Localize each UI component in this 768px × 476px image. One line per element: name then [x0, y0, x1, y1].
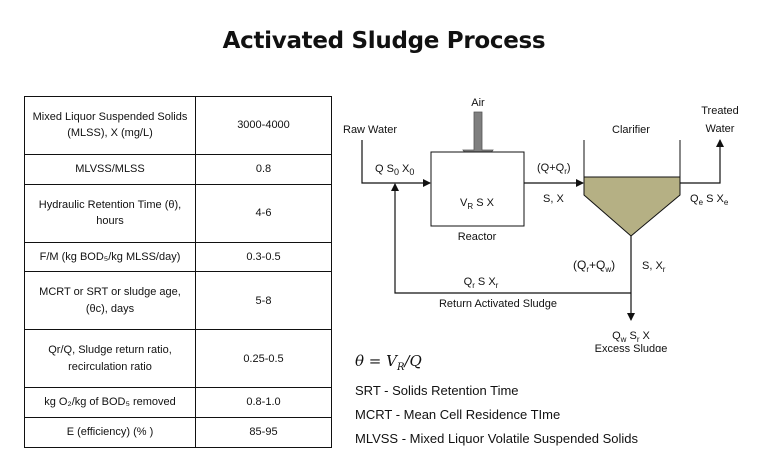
underflow-return-subscript: r: [586, 265, 589, 274]
underflow-solids-subscript: r: [663, 265, 666, 274]
waste-substrate-subscript: r: [637, 335, 640, 344]
param-cell: Hydraulic Retention Time (θ), hours: [24, 183, 196, 243]
value-cell: 85-95: [195, 417, 332, 448]
effluent-line: [680, 139, 724, 184]
param-cell: F/M (kg BOD₅/kg MLSS/day): [24, 241, 196, 273]
process-flow-diagram: Air VR S X Reactor Raw Water Q S0 X0 (Q+…: [343, 97, 739, 352]
reactor-volume-subscript: R: [467, 202, 473, 211]
air-label: Air: [471, 97, 485, 109]
value-cell: 0.8-1.0: [195, 387, 332, 419]
page-title: Activated Sludge Process: [222, 28, 546, 54]
reactor-label: Reactor: [458, 231, 497, 243]
effluent-solids-subscript: e: [724, 198, 729, 207]
waste-flow-subscript: w: [620, 335, 627, 344]
clarifier-walls: [583, 140, 681, 178]
note-mcrt: MCRT - Mean Cell Residence TIme: [355, 407, 561, 422]
raw-water-inflow-line: [361, 140, 431, 187]
notes-block: θ = VR/Q SRT - Solids Retention Time MCR…: [355, 352, 638, 451]
value-cell: 0.25-0.5: [195, 329, 332, 389]
return-flow-label: Qr S Xr: [464, 276, 499, 290]
table-row: F/M (kg BOD₅/kg MLSS/day)0.3-0.5: [24, 241, 332, 273]
return-sludge-line: [391, 183, 631, 294]
return-solids-subscript: r: [496, 281, 499, 290]
effluent-label: Qe S Xe: [690, 193, 729, 207]
mixed-concentration-label: S, X: [543, 193, 564, 205]
table-row: E (efficiency) (% )85-95: [24, 417, 332, 448]
note-srt: SRT - Solids Retention Time: [355, 383, 519, 398]
hrt-formula: θ = VR/Q: [355, 352, 422, 373]
parameters-table: Mixed Liquor Suspended Solids (MLSS), X …: [24, 96, 332, 448]
param-cell: kg O₂/kg of BOD₅ removed: [24, 387, 196, 419]
param-cell: Mixed Liquor Suspended Solids (MLSS), X …: [24, 96, 196, 155]
return-flow-subscript: r: [472, 281, 475, 290]
raw-water-label: Raw Water: [343, 124, 397, 136]
note-mlvss: MLVSS - Mixed Liquor Volatile Suspended …: [355, 431, 639, 446]
value-cell: 5-8: [195, 271, 332, 331]
formula-volume-subscript: R: [396, 362, 405, 373]
clarifier-sludge-cone: [583, 176, 681, 237]
treated-water-label-line2: Water: [706, 123, 735, 135]
param-cell: MCRT or SRT or sludge age, (θc), days: [24, 271, 196, 331]
clarifier-label: Clarifier: [612, 124, 650, 136]
value-cell: 4-6: [195, 183, 332, 243]
reactor-content-label: VR S X: [460, 197, 495, 211]
param-cell: Qr/Q, Sludge return ratio, recirculation…: [24, 329, 196, 389]
treated-water-label: Treated: [701, 105, 739, 117]
mixed-flow-label: (Q+Qr): [537, 162, 571, 176]
influent-substrate-subscript: 0: [394, 167, 399, 177]
underflow-waste-subscript: w: [604, 265, 611, 274]
underflow-label: (Qr+Qw): [573, 258, 615, 274]
param-cell: MLVSS/MLSS: [24, 153, 196, 185]
influent-label: Q S0 X0: [375, 163, 414, 177]
reactor-tank: [430, 151, 525, 227]
return-sludge-label: Return Activated Sludge: [439, 298, 557, 310]
value-cell: 3000-4000: [195, 96, 332, 155]
param-cell: E (efficiency) (% ): [24, 417, 196, 448]
effluent-flow-subscript: e: [699, 198, 704, 207]
mixed-flow-subscript: r: [564, 167, 567, 176]
underflow-concentration-label: S, Xr: [642, 260, 666, 274]
excess-sludge-label: Excess Sludge: [595, 343, 668, 352]
influent-solids-subscript: 0: [409, 167, 414, 177]
waste-flow-label: Qw Sr X: [612, 330, 650, 344]
table-row: Mixed Liquor Suspended Solids (MLSS), X …: [24, 96, 332, 155]
value-cell: 0.3-0.5: [195, 241, 332, 273]
table-row: Qr/Q, Sludge return ratio, recirculation…: [24, 329, 332, 389]
value-cell: 0.8: [195, 153, 332, 185]
